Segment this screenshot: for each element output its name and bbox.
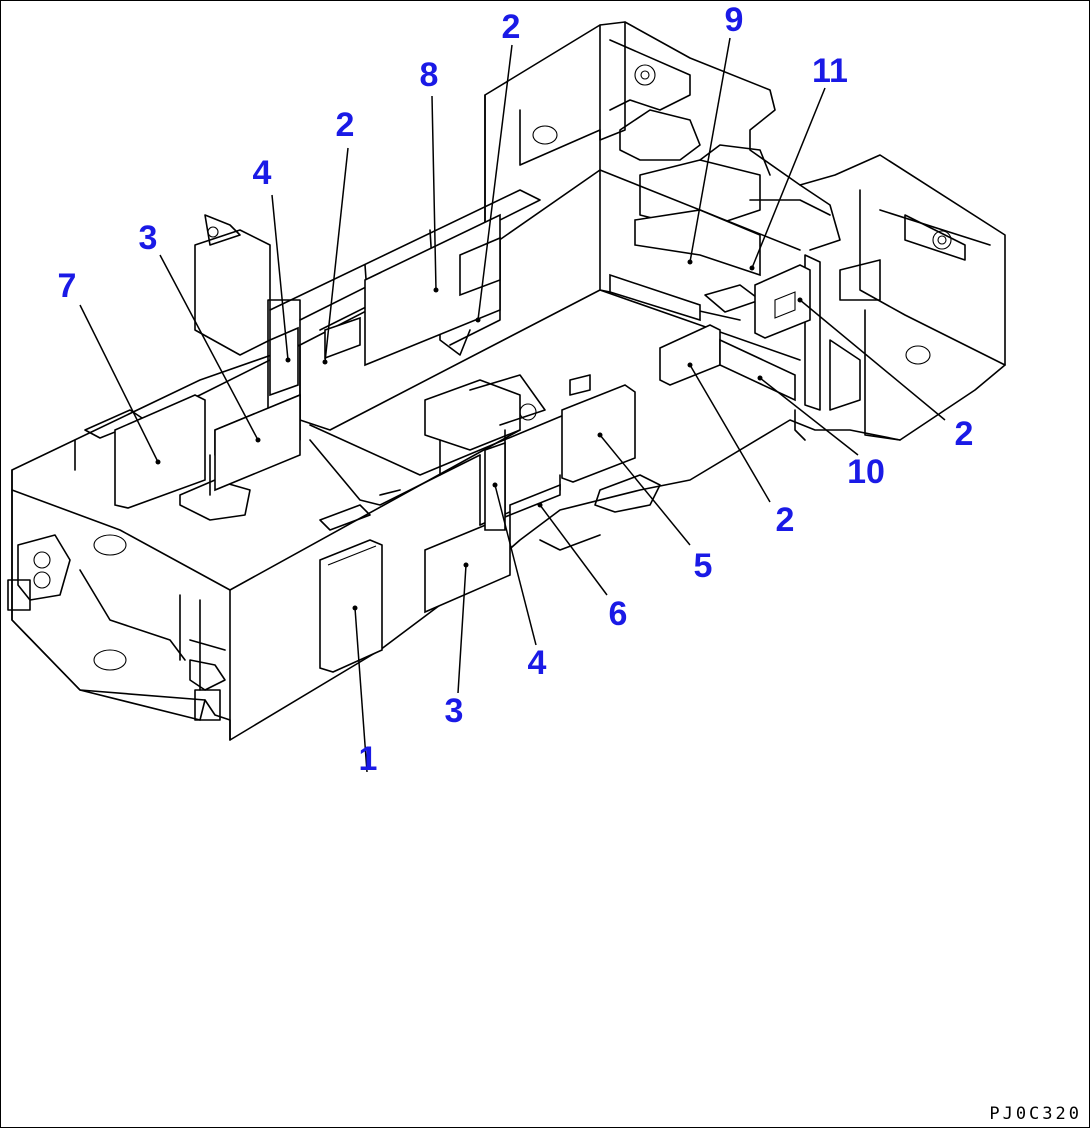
hole [93, 534, 127, 556]
plate-4-rear [269, 326, 299, 397]
callout-2-left: 2 [336, 106, 355, 144]
callout-8: 8 [420, 56, 439, 94]
callout-1: 1 [359, 740, 378, 778]
callout-9: 9 [725, 1, 744, 39]
callout-4-rear: 4 [253, 154, 272, 192]
drawing-code: PJ0C320 [989, 1104, 1082, 1124]
plate-2-mid [459, 236, 501, 297]
callout-2-top: 2 [502, 8, 521, 46]
hole [93, 649, 127, 671]
plate-2-left [324, 316, 361, 360]
callout-2-lower: 2 [776, 501, 795, 539]
callout-4-front: 4 [528, 644, 547, 682]
plate-2-lower [659, 324, 721, 386]
plate-stripe [609, 273, 701, 322]
plate-2-right [754, 264, 811, 339]
plate-8 [364, 213, 501, 367]
plate-3-rear [214, 393, 301, 492]
callout-6: 6 [609, 595, 628, 633]
callout-10: 10 [847, 453, 885, 491]
plate-10 [719, 338, 796, 402]
plate-1 [319, 539, 383, 673]
plate-6 [509, 483, 561, 517]
plate-7 [114, 394, 206, 509]
frame-body [7, 21, 1006, 741]
callout-3-front: 3 [445, 692, 464, 730]
callout-7: 7 [58, 267, 77, 305]
callouts: 1 3 4 5 6 7 3 4 2 8 2 9 11 2 2 10 [58, 1, 974, 778]
callout-5: 5 [694, 547, 713, 585]
callout-11: 11 [812, 52, 848, 90]
callout-3-rear: 3 [139, 219, 158, 257]
decal-plates [114, 209, 811, 673]
callout-2-right: 2 [955, 415, 974, 453]
leader-lines [79, 37, 946, 773]
